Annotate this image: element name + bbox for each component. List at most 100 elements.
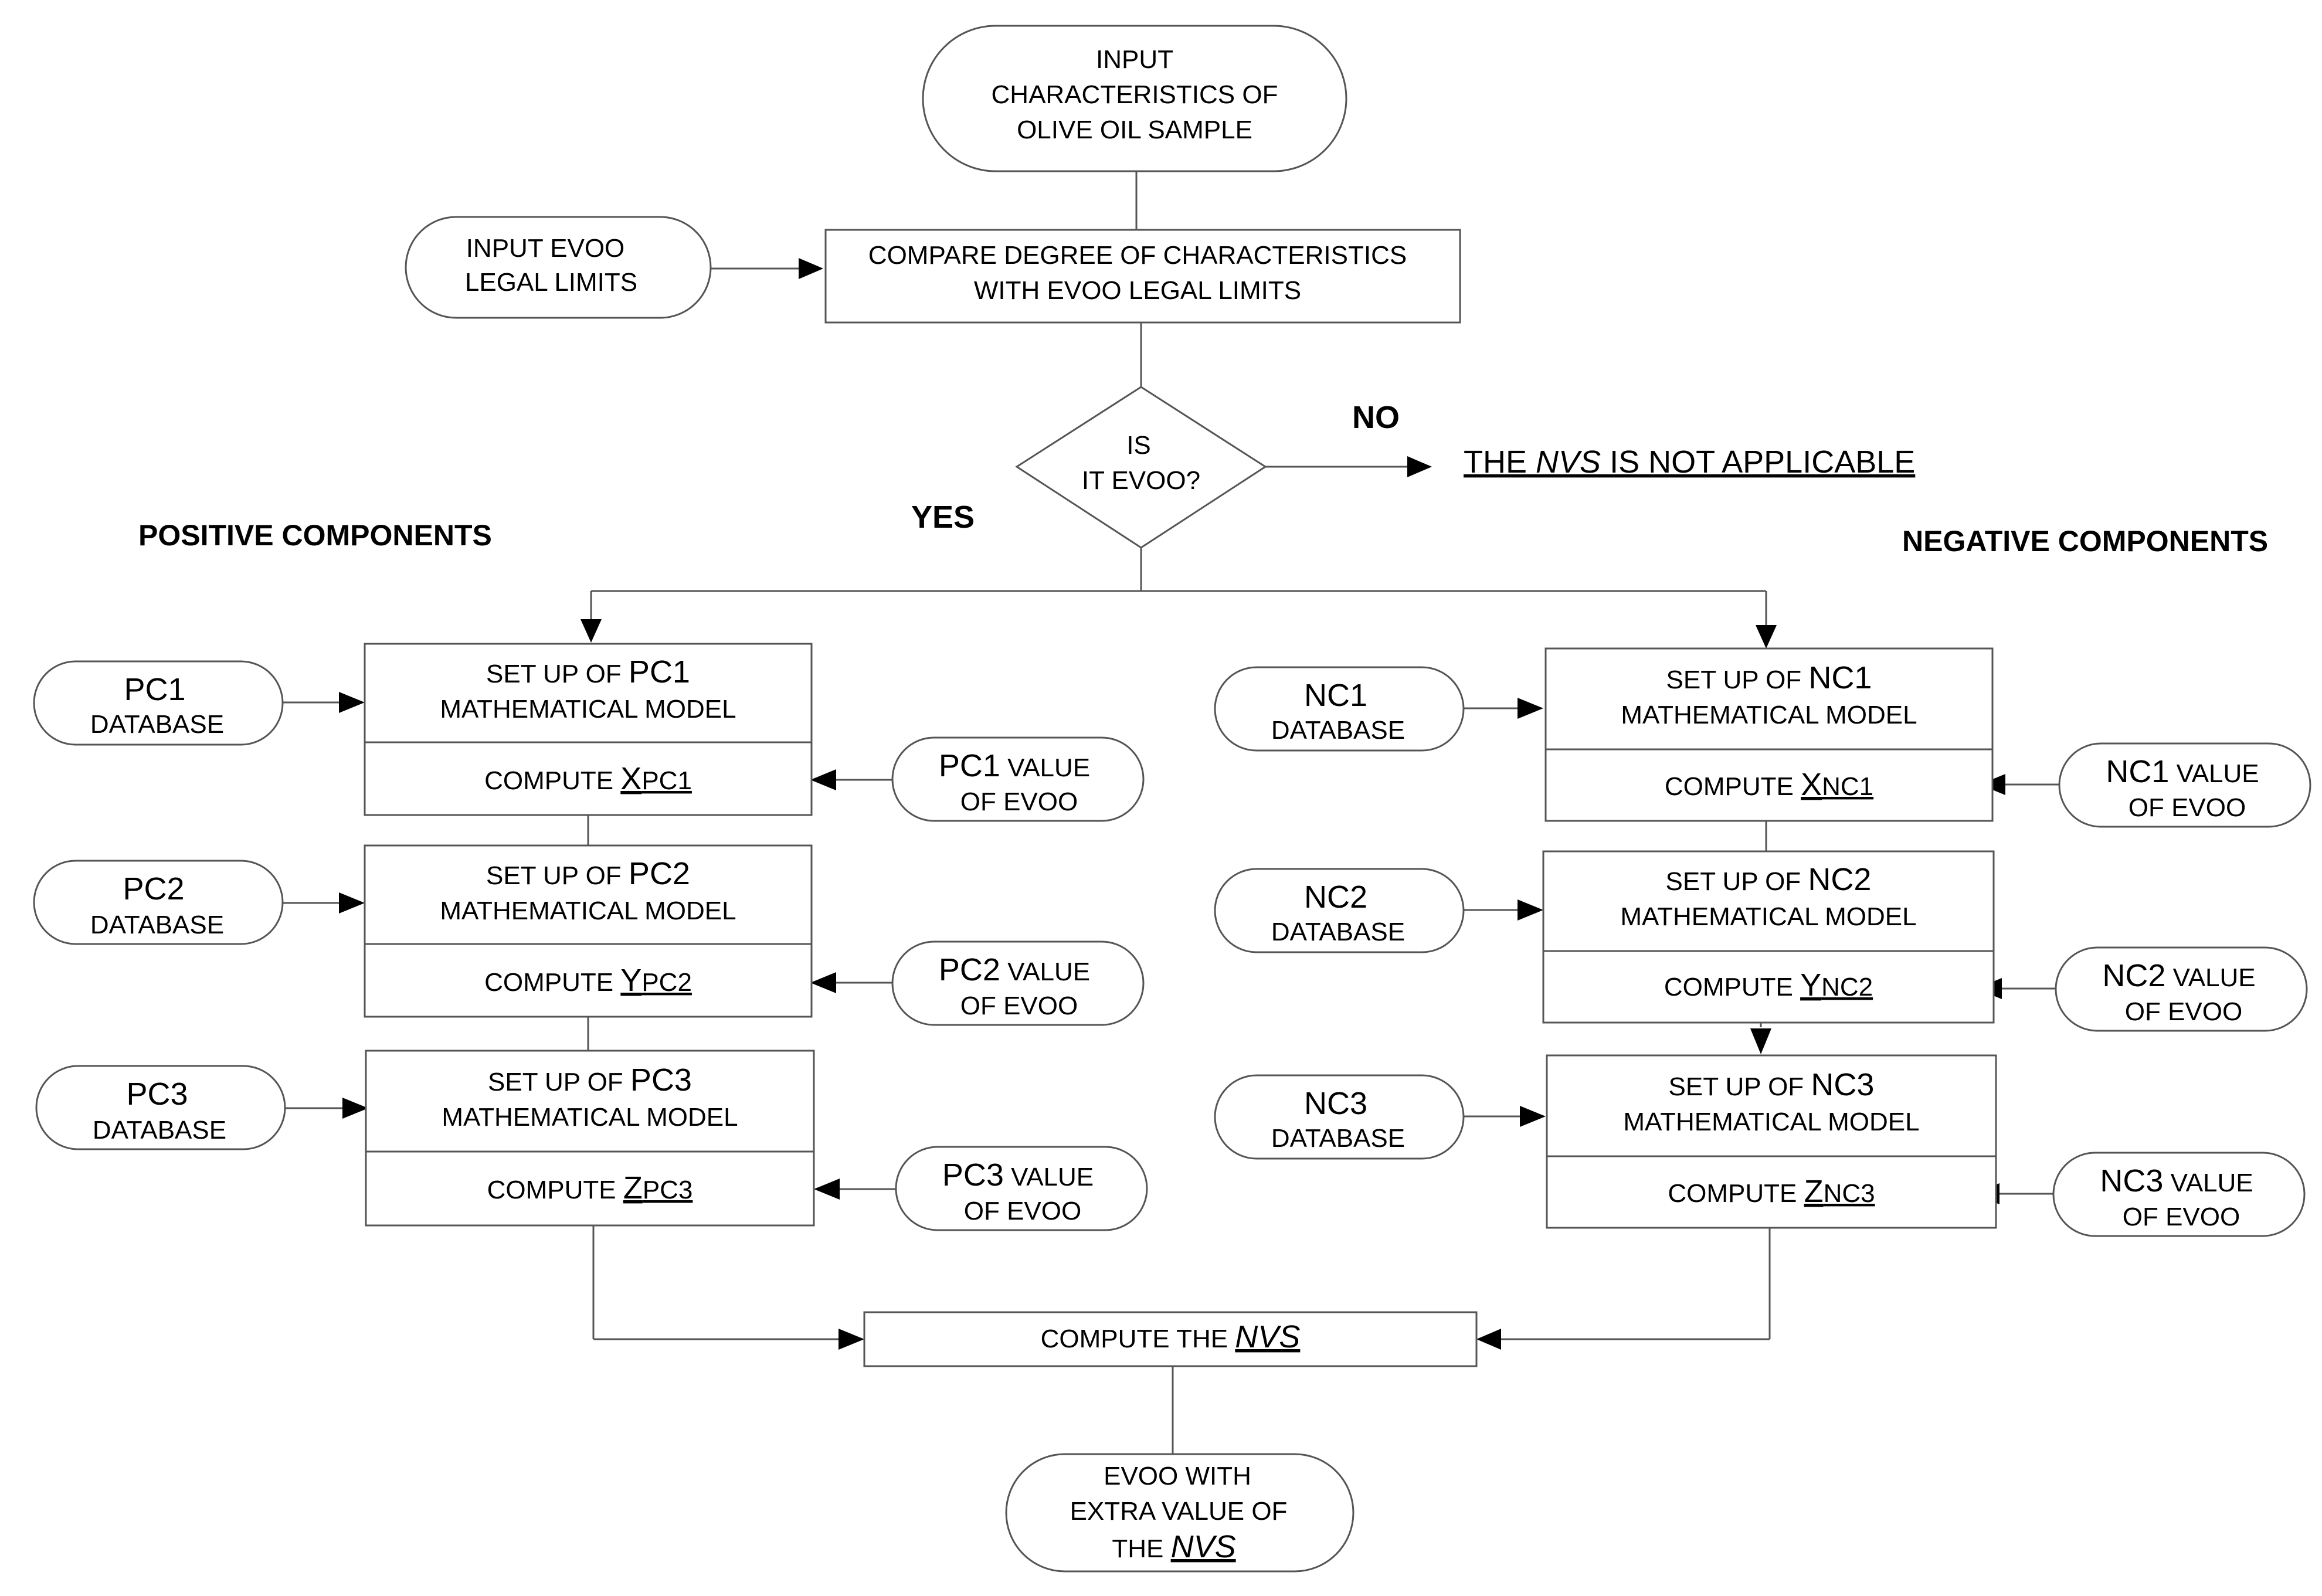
nc1-database-label: DATABASE [1271,716,1405,745]
end-node: EVOO WITH EXTRA VALUE OF THE NVS [1005,1453,1354,1573]
end-line-2: EXTRA VALUE OF [1070,1497,1288,1526]
nc3-of-evoo-label: OF EVOO [2123,1203,2240,1231]
nc2-compute-label: COMPUTE YNC2 [1664,967,1873,1003]
nc1-of-evoo-label: OF EVOO [2128,793,2246,822]
nc3-group: NC3 DATABASE SET UP OF NC3 MATHEMATICAL … [1214,1054,2306,1237]
pc3-compute-box [365,1150,815,1227]
pc3-of-evoo-label: OF EVOO [964,1197,1081,1225]
nc3-code: NC3 [1304,1086,1367,1121]
arrow-pc3-db [342,1098,368,1119]
arrow-nc2-nc3 [1750,1028,1771,1054]
start-line-2: CHARACTERISTICS OF [992,80,1278,109]
pc3-group: PC3 DATABASE SET UP OF PC3 MATHEMATICAL … [35,1050,1148,1231]
arrow-pc1-db [339,692,365,713]
start-line-1: INPUT [1096,45,1173,74]
arrow-nc2-db [1518,899,1543,921]
nc1-model-box [1544,647,1994,751]
nc2-of-evoo-label: OF EVOO [2125,997,2242,1026]
nc1-code: NC1 [1304,678,1367,713]
negative-heading: NEGATIVE COMPONENTS [1902,525,2268,558]
arrow-pc3-nvs [838,1329,864,1350]
nc1-value-terminal [2058,742,2311,828]
nc2-value-terminal [2055,946,2308,1032]
end-line-3: THE NVS [1112,1529,1235,1564]
compare-process [824,229,1461,324]
nc1-compute-label: COMPUTE XNC1 [1665,767,1873,802]
pc2-code: PC2 [123,871,184,906]
pc1-setup-label: SET UP OF PC1 [486,654,690,690]
compare-line-2: WITH EVOO LEGAL LIMITS [974,276,1301,305]
pc2-of-evoo-label: OF EVOO [960,991,1078,1020]
decision-node: IS IT EVOO? [1015,386,1267,549]
arrow-nc1-db [1518,698,1543,719]
pc3-database-label: DATABASE [93,1116,226,1145]
legal-limits-line-2: LEGAL LIMITS [465,268,637,297]
pc3-value-label: PC3 VALUE [942,1157,1094,1193]
nc3-compute-box [1546,1155,1997,1229]
pc1-compute-box [364,741,813,816]
pc2-model-label: MATHEMATICAL MODEL [440,897,736,925]
nc3-model-label: MATHEMATICAL MODEL [1623,1108,1919,1136]
start-line-3: OLIVE OIL SAMPLE [1017,116,1252,144]
arrow-pc1-value [810,769,836,790]
compute-nvs-node: COMPUTE THE NVS [863,1311,1478,1367]
compare-line-1: COMPARE DEGREE OF CHARACTERISTICS [868,241,1407,270]
pc2-value-terminal [891,940,1145,1026]
not-applicable-label: THE NVS IS NOT APPLICABLE [1464,444,1915,480]
compare-node: COMPARE DEGREE OF CHARACTERISTICS WITH E… [824,229,1461,324]
pc1-model-box [364,643,813,743]
nc3-database-terminal [1214,1074,1465,1160]
nc3-model-box [1546,1054,1997,1157]
pc1-compute-label: COMPUTE XPC1 [484,761,692,796]
arrow-pc2-db [339,892,365,914]
pc1-database-label: DATABASE [90,710,224,739]
nc1-group: NC1 DATABASE SET UP OF NC1 MATHEMATICAL … [1214,647,2311,828]
nc2-setup-label: SET UP OF NC2 [1666,862,1872,897]
pc1-database-terminal [33,660,284,746]
pc1-value-terminal [891,736,1145,822]
nc2-database-terminal [1214,868,1465,953]
pc3-value-terminal [895,1146,1148,1231]
nc2-database-label: DATABASE [1271,918,1405,946]
decision-diamond [1015,386,1267,549]
nc2-model-box [1542,850,1995,952]
end-terminal [1005,1453,1354,1573]
arrow-pc2-value [810,972,836,993]
nc1-compute-box [1544,748,1994,822]
connectors [283,171,2059,1454]
legal-limits-line-1: INPUT EVOO [466,234,625,263]
legal-limits-terminal [405,216,712,319]
nc2-model-label: MATHEMATICAL MODEL [1620,902,1916,931]
nc2-value-label: NC2 VALUE [2102,958,2255,993]
pc2-group: PC2 DATABASE SET UP OF PC2 MATHEMATICAL … [33,844,1145,1026]
pc3-model-label: MATHEMATICAL MODEL [442,1103,738,1132]
arrow-nc3-db [1520,1106,1546,1127]
pc3-setup-label: SET UP OF PC3 [488,1062,692,1098]
nc1-model-label: MATHEMATICAL MODEL [1621,701,1917,729]
pc2-value-label: PC2 VALUE [939,952,1090,987]
pc2-compute-label: COMPUTE YPC2 [484,963,692,998]
start-node: INPUT CHARACTERISTICS OF OLIVE OIL SAMPL… [922,25,1347,172]
nc2-code: NC2 [1304,880,1367,915]
nc2-compute-box [1542,950,1995,1024]
pc3-model-box [365,1050,815,1153]
legal-limits-node: INPUT EVOO LEGAL LIMITS [405,216,712,319]
nc1-database-terminal [1214,666,1465,752]
pc3-database-terminal [35,1065,286,1150]
arrowheads [339,258,2005,1350]
compute-nvs-process [863,1311,1478,1367]
pc2-model-box [364,844,813,945]
pc1-model-label: MATHEMATICAL MODEL [440,695,736,724]
pc2-setup-label: SET UP OF PC2 [486,856,690,891]
no-label: NO [1352,400,1400,435]
nc3-database-label: DATABASE [1271,1124,1405,1153]
decision-line-1: IS [1126,431,1151,460]
positive-heading: POSITIVE COMPONENTS [138,519,492,552]
nc2-group: NC2 DATABASE SET UP OF NC2 MATHEMATICAL … [1214,850,2308,1032]
pc1-value-label: PC1 VALUE [939,748,1090,783]
compute-nvs-label: COMPUTE THE NVS [1041,1319,1301,1354]
nc3-value-label: NC3 VALUE [2100,1163,2253,1198]
nc3-compute-label: COMPUTE ZNC3 [1668,1174,1875,1209]
arrow-split-left [580,619,602,643]
